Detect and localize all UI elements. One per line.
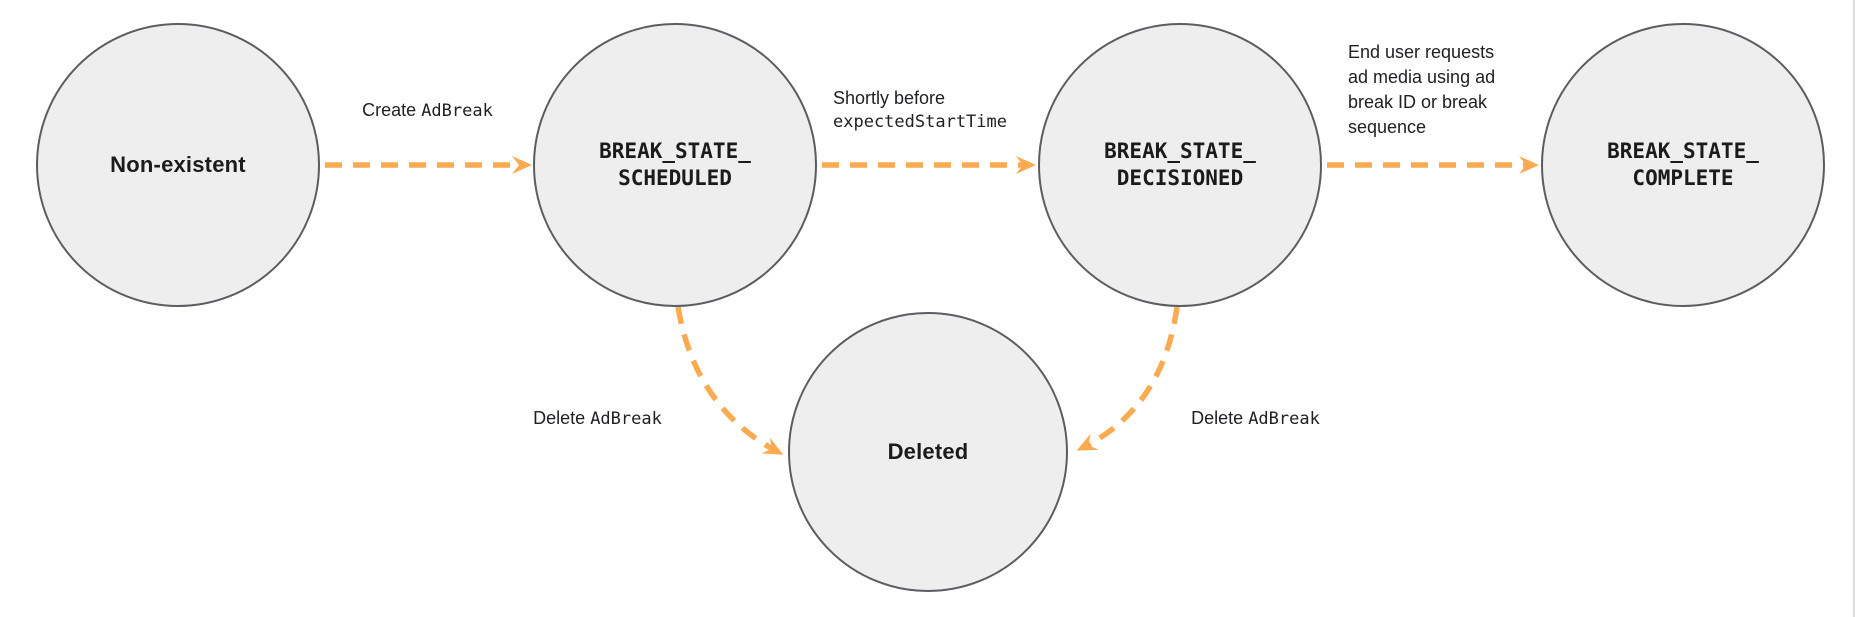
edge-label-create-adbreak-mono: AdBreak (421, 101, 493, 121)
state-label-decisioned-line1: BREAK_STATE_ (1104, 139, 1256, 163)
edge-label-delete-adbreak-left: Delete AdBreak (500, 406, 695, 431)
state-label-complete-line2: COMPLETE (1632, 166, 1734, 190)
state-label-scheduled-line2: SCHEDULED (618, 166, 732, 190)
edge-label-delete-left-mono: AdBreak (590, 409, 662, 429)
arrow-delete-adbreak-from-scheduled (675, 306, 784, 455)
state-label-complete-line1: BREAK_STATE_ (1607, 139, 1759, 163)
state-node-break-state-scheduled: BREAK_STATE_ SCHEDULED (533, 23, 817, 307)
edge-label-end-user-line4: sequence (1348, 117, 1427, 137)
state-node-deleted: Deleted (788, 312, 1068, 592)
edge-label-end-user-requests: End user requests ad media using ad brea… (1348, 40, 1528, 140)
state-label-scheduled-line1: BREAK_STATE_ (599, 139, 751, 163)
edge-label-create-adbreak: Create AdBreak (330, 98, 525, 123)
edge-label-end-user-line1: End user requests (1348, 42, 1495, 62)
edge-label-delete-adbreak-right: Delete AdBreak (1158, 406, 1353, 431)
state-label-decisioned-line2: DECISIONED (1116, 166, 1244, 190)
state-node-break-state-complete: BREAK_STATE_ COMPLETE (1541, 23, 1825, 307)
edge-label-shortly-before-line1: Shortly before (833, 88, 946, 108)
edge-label-create-adbreak-sans: Create (362, 100, 417, 120)
state-node-break-state-decisioned: BREAK_STATE_ DECISIONED (1038, 23, 1322, 307)
edge-label-end-user-line2: ad media using ad (1348, 67, 1496, 87)
edge-label-delete-right-mono: AdBreak (1248, 409, 1320, 429)
edge-label-delete-right-sans: Delete (1191, 408, 1244, 428)
state-label-non-existent: Non-existent (110, 152, 246, 177)
edge-label-end-user-line3: break ID or break (1348, 92, 1488, 112)
state-label-deleted: Deleted (887, 439, 969, 464)
right-edge-divider (1853, 0, 1855, 617)
arrow-delete-adbreak-from-decisioned (1076, 306, 1180, 451)
state-node-non-existent: Non-existent (36, 23, 320, 307)
edge-label-shortly-before: Shortly before expectedStartTime (833, 86, 1007, 134)
edge-label-expectedstarttime: expectedStartTime (833, 112, 1007, 132)
edge-label-delete-left-sans: Delete (533, 408, 586, 428)
